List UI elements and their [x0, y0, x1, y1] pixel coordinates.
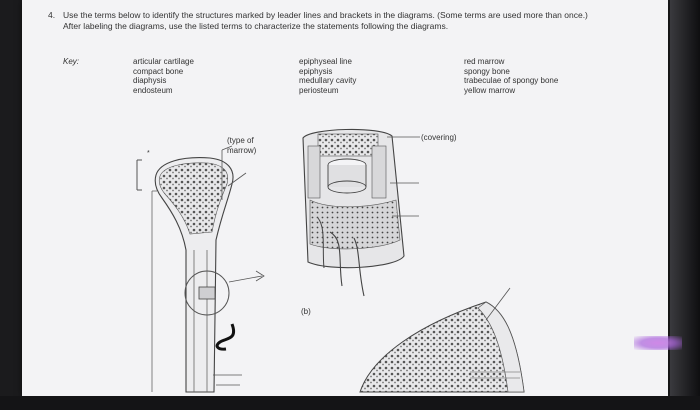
spongy-bone-detail-diagram: [359, 287, 525, 393]
key-term: medullary cavity: [299, 76, 357, 85]
compact-bone-layer: [309, 199, 401, 250]
question-text: Use the terms below to identify the stru…: [63, 10, 588, 31]
long-bone-diagram: *: [136, 145, 265, 393]
key-term: yellow marrow: [464, 85, 516, 95]
screen-glare: [634, 336, 682, 350]
screen-bottom-edge: [0, 396, 700, 410]
leader-line: [485, 287, 511, 321]
key-term: diaphysis: [133, 76, 167, 85]
key-term: periosteum: [299, 85, 339, 95]
magnified-region-circle: [184, 270, 230, 316]
spongy-bone-top: [317, 133, 379, 157]
key-column-2: epiphyseal line epiphysis medullary cavi…: [299, 57, 356, 95]
leader-line: [228, 275, 263, 283]
vessel-branches: [329, 231, 365, 297]
panel-b-label: (b): [301, 307, 311, 316]
key-term: epiphysis: [299, 66, 333, 76]
key-term: endosteum: [133, 85, 173, 95]
key-term: spongy bone: [464, 66, 510, 76]
spongy-bone-region: [158, 162, 229, 235]
key-term: articular cartilage: [133, 57, 194, 66]
label-type-of-marrow: (type of marrow): [227, 136, 257, 155]
label-covering: (covering): [421, 133, 457, 142]
key-column-3: red marrow spongy bone trabeculae of spo…: [464, 57, 558, 95]
key-term: red marrow: [464, 57, 505, 66]
mark-star: *: [147, 150, 150, 157]
key-label: Key:: [63, 57, 80, 66]
key-term: epiphyseal line: [299, 57, 352, 66]
key-term: trabeculae of spongy bone: [464, 76, 559, 85]
black-marker-stroke: [215, 323, 235, 351]
compact-bone-section-diagram: [302, 128, 420, 297]
question-number: 4.: [48, 10, 56, 20]
key-term: compact bone: [133, 66, 184, 76]
key-column-1: articular cartilage compact bone diaphys…: [133, 57, 194, 95]
